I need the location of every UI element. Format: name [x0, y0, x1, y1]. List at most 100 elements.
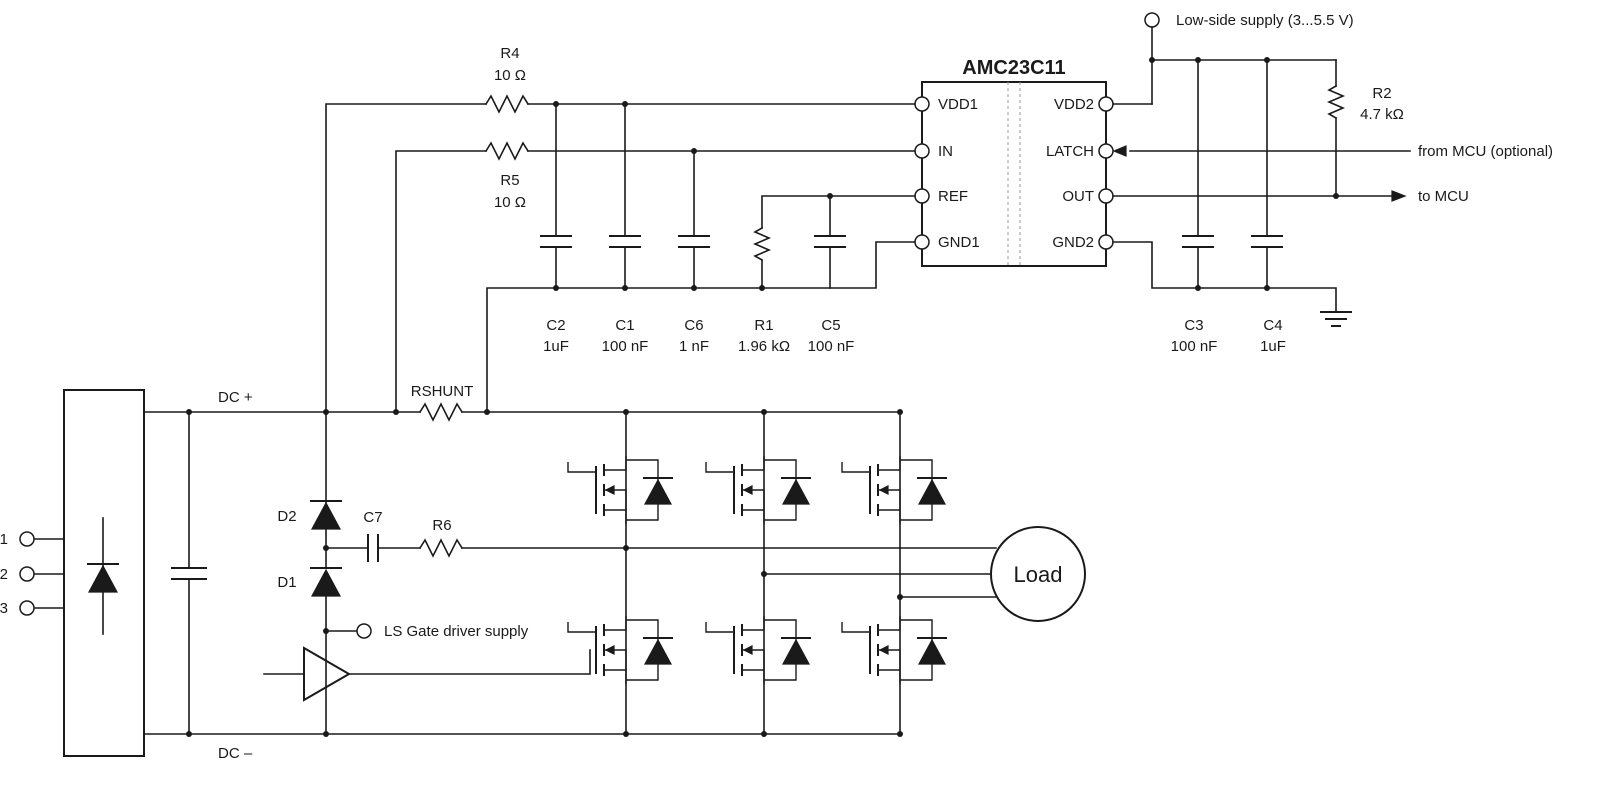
high-side-mosfet-1-drain-lead [604, 456, 627, 471]
c1-value: 100 nF [602, 338, 649, 355]
r2-resistor [1326, 84, 1346, 120]
high-side-mosfet-2-body-lead [742, 489, 765, 510]
latch-arrow [1112, 145, 1127, 157]
c7-ref: C7 [363, 509, 382, 526]
dc-plus-label: DC + [218, 389, 253, 406]
dc-minus-label: DC – [218, 745, 253, 762]
c4-value: 1uF [1260, 338, 1286, 355]
to-mcu-label: to MCU [1418, 188, 1469, 205]
c2-ref: C2 [546, 317, 565, 334]
power-stage: 1 2 3 DC + DC – RSHUNT D2 D1 [0, 383, 1086, 762]
phase-1-label: 1 [0, 531, 8, 548]
high-side-mosfet-3-source-lead [878, 509, 901, 524]
d2-diode [310, 501, 342, 530]
low-side-mosfet-3-body-lead [878, 649, 901, 670]
junction-c1-gnd1 [622, 285, 628, 291]
low-side-mosfet-2-body-lead [742, 649, 765, 670]
low-side-mosfet-2-gate-lead [705, 622, 734, 633]
junction-c2-gnd1 [553, 285, 559, 291]
c5-value: 100 nF [808, 338, 855, 355]
r5-ref: R5 [500, 172, 519, 189]
r6-ref: R6 [432, 517, 451, 534]
pin-label-gnd1: GND1 [938, 234, 980, 251]
r5-resistor [484, 141, 530, 161]
ref-wire [761, 195, 916, 229]
junction-gnd1-sense [484, 409, 490, 415]
phase-3-label: 3 [0, 600, 8, 617]
c3-value: 100 nF [1171, 338, 1218, 355]
junction-leg-1-plus [623, 409, 629, 415]
low-side-mosfet-2-freewheel-diode [781, 638, 811, 665]
junction-r2-out [1333, 193, 1339, 199]
pin-latch [1098, 143, 1114, 159]
gnd2-wire [1112, 241, 1337, 313]
low-side-mosfet-1-body-lead [604, 649, 627, 670]
ic-body [921, 81, 1107, 267]
amc23c11-ic: AMC23C11 VDD1 IN REF GND1 VDD2 LATCH OUT… [914, 57, 1114, 267]
junction-leg-3-plus [897, 409, 903, 415]
phase-2-label: 2 [0, 566, 8, 583]
r6-resistor [418, 538, 464, 558]
low-side-supply-terminal [1144, 12, 1160, 28]
pin-vdd1 [914, 96, 930, 112]
low-side-mosfet-2-body-arrow [742, 645, 753, 655]
pin-out [1098, 188, 1114, 204]
low-side-mosfet-2-source-lead [742, 669, 765, 684]
ls-gate-driver-label: LS Gate driver supply [384, 623, 529, 640]
low-side-mosfet-1-gate-lead [567, 622, 596, 633]
junction-c5-ref [827, 193, 833, 199]
high-side-mosfet-2-drain-lead [742, 456, 765, 471]
high-side-mosfet-3-drain-lead [878, 456, 901, 471]
out-arrow [1391, 190, 1407, 202]
driver-gate-wire [348, 649, 591, 675]
inverter-bridge [567, 409, 947, 737]
r4-value: 10 Ω [494, 67, 526, 84]
rshunt-label: RSHUNT [411, 383, 474, 400]
d2-ref: D2 [277, 508, 296, 525]
high-side-mosfet-3-body-arrow [878, 485, 889, 495]
high-side-mosfet-1-gate-lead [567, 462, 596, 473]
pin-label-ref: REF [938, 188, 968, 205]
junction-c4-gnd [1264, 285, 1270, 291]
low-side-mosfet-3-gate-lead [841, 622, 870, 633]
pin-gnd2 [1098, 234, 1114, 250]
low-side-mosfet-3-body-arrow [878, 645, 889, 655]
phase-1-terminal [19, 531, 35, 547]
high-side-network: R4 10 Ω R5 10 Ω C2 [325, 45, 916, 504]
load-circle [990, 526, 1086, 622]
rshunt-resistor [418, 402, 464, 422]
r2-ref: R2 [1372, 85, 1391, 102]
high-side-mosfet-2-gate-lead [705, 462, 734, 473]
high-side-mosfet-1-body-arrow [604, 485, 615, 495]
c6-value: 1 nF [679, 338, 709, 355]
c1-ref: C1 [615, 317, 634, 334]
pin-vdd2 [1098, 96, 1114, 112]
high-side-mosfet-1-source-lead [604, 509, 627, 524]
pin-ref [914, 188, 930, 204]
pin-label-in: IN [938, 143, 953, 160]
c2-value: 1uF [543, 338, 569, 355]
junction-c3-supply [1195, 57, 1201, 63]
r1-resistor [752, 226, 772, 262]
c3-ref: C3 [1184, 317, 1203, 334]
junction-in-sense [393, 409, 399, 415]
junction-driver-gnd [323, 731, 329, 737]
r1-value: 1.96 kΩ [738, 338, 790, 355]
pin-label-latch: LATCH [1046, 143, 1094, 160]
c5-ref: C5 [821, 317, 840, 334]
pin-label-vdd1: VDD1 [938, 96, 978, 113]
low-side-mosfet-1-drain-lead [604, 616, 627, 631]
pin-label-out: OUT [1062, 188, 1094, 205]
high-side-mosfet-2-body-arrow [742, 485, 753, 495]
low-side-supply-label: Low-side supply (3...5.5 V) [1176, 12, 1354, 29]
junction-c6-gnd1 [691, 285, 697, 291]
r4-ref: R4 [500, 45, 519, 62]
high-side-mosfet-1-freewheel-diode [643, 478, 673, 505]
pin-label-gnd2: GND2 [1052, 234, 1094, 251]
rectifier-diode [87, 564, 119, 593]
junction-leg-3-minus [897, 731, 903, 737]
from-mcu-label: from MCU (optional) [1418, 143, 1553, 160]
high-side-mosfet-1-body-lead [604, 489, 627, 510]
